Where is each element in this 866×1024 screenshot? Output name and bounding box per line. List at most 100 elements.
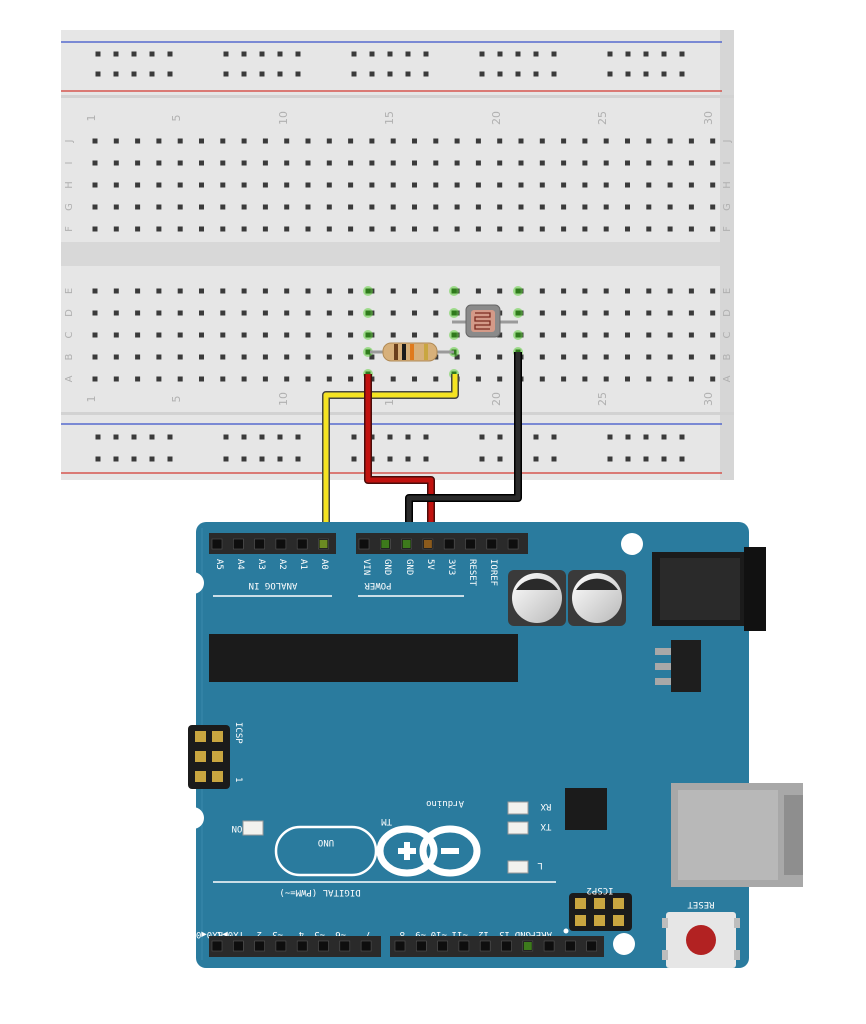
rail-hole (131, 456, 137, 462)
breadboard-hole (177, 354, 183, 360)
wire-yellow (323, 374, 458, 540)
breadboard-hole (688, 310, 694, 316)
active-hole (451, 288, 457, 294)
rail-hole (95, 434, 101, 440)
breadboard-hole (369, 160, 375, 166)
breadboard-hole (241, 160, 247, 166)
breadboard-hole (156, 376, 162, 382)
breadboard-hole (92, 354, 98, 360)
icsp2-pin (613, 915, 624, 926)
breadboard-hole (156, 332, 162, 338)
breadboard-hole (390, 138, 396, 144)
breadboard-hole (625, 376, 630, 382)
breadboard-hole (113, 354, 119, 360)
active-hole (365, 288, 371, 294)
rail-hole (479, 434, 485, 440)
breadboard-hole (156, 160, 162, 166)
breadboard-hole (412, 310, 417, 316)
rail-hole (405, 456, 411, 462)
digital-header-low (209, 936, 381, 957)
breadboard-hole (369, 204, 375, 210)
breadboard-hole (199, 226, 204, 232)
breadboard-hole (177, 288, 183, 294)
breadboard-hole (326, 182, 332, 188)
rail-hole (113, 71, 119, 77)
breadboard-hole (262, 288, 268, 294)
breadboard-hole (433, 288, 439, 294)
breadboard-hole (625, 354, 630, 360)
row-letter: B (722, 353, 733, 360)
breadboard-hole (135, 160, 141, 166)
col-number: 30 (702, 392, 715, 406)
row-letter: J (722, 140, 733, 144)
row-letters-right: J I H G F E D C B A (722, 140, 733, 383)
breadboard-hole (688, 160, 694, 166)
pin-label: 7 (366, 929, 371, 939)
col-number: 1 (85, 115, 98, 122)
breadboard-hole (284, 376, 290, 382)
breadboard-hole (475, 354, 481, 360)
l-led (507, 860, 529, 874)
breadboard-hole (156, 182, 162, 188)
breadboard-hole (603, 354, 609, 360)
breadboard-hole (688, 376, 694, 382)
rail-hole (533, 71, 539, 77)
breadboard-hole (135, 204, 141, 210)
rail-hole (625, 434, 631, 440)
rail-hole (241, 51, 247, 57)
breadboard-hole (646, 138, 652, 144)
breadboard-hole (92, 288, 98, 294)
breadboard-hole (625, 138, 630, 144)
breadboard-hole (113, 288, 119, 294)
power-label: POWER (364, 580, 392, 590)
rail-hole (661, 456, 667, 462)
rail-hole (515, 71, 521, 77)
rail-hole (679, 51, 685, 57)
icsp2-pin (613, 898, 624, 909)
col-number: 10 (277, 111, 290, 125)
breadboard-hole (539, 138, 545, 144)
rail-hole (551, 434, 557, 440)
breadboard-hole (241, 138, 247, 144)
breadboard-hole (433, 332, 439, 338)
icsp-pin (195, 771, 206, 782)
icsp2-pin (594, 898, 605, 909)
breadboard-hole (497, 204, 503, 210)
breadboard-hole (582, 310, 588, 316)
active-hole (365, 310, 371, 316)
breadboard-hole (326, 204, 332, 210)
reset-button[interactable]: RESET (662, 899, 740, 968)
rail-hole (167, 71, 173, 77)
breadboard-hole (113, 138, 119, 144)
breadboard-hole (667, 182, 673, 188)
rail-hole (223, 51, 229, 57)
header-socket (507, 538, 519, 550)
breadboard-hole (284, 288, 290, 294)
rail-hole (497, 51, 503, 57)
breadboard-hole (475, 226, 481, 232)
pin-label: TX0▶1 (217, 929, 244, 939)
pin-label: A0 (319, 559, 329, 570)
header-socket (394, 940, 406, 952)
power-header: VIN GND GND 5V 3V3 RESET IOREF POWER (356, 533, 528, 597)
reset-button-cap[interactable] (686, 925, 716, 955)
rail-hole (625, 51, 631, 57)
breadboard-hole (241, 182, 247, 188)
rail-hole (405, 51, 411, 57)
breadboard-hole (177, 204, 183, 210)
rail-hole (295, 51, 301, 57)
rail-hole (277, 71, 283, 77)
breadboard-hole (688, 204, 694, 210)
breadboard-hole (561, 204, 567, 210)
breadboard-hole (688, 226, 694, 232)
rail-hole (551, 456, 557, 462)
pin-label: ~10 (431, 929, 447, 939)
rail-hole (351, 434, 357, 440)
breadboard-hole (348, 226, 354, 232)
pin-label: A2 (277, 559, 287, 570)
pin-label: AREF (530, 929, 552, 939)
breadboard-hole (326, 310, 332, 316)
capacitor (508, 570, 566, 626)
header-socket (318, 940, 329, 952)
col-number: 30 (702, 111, 715, 125)
